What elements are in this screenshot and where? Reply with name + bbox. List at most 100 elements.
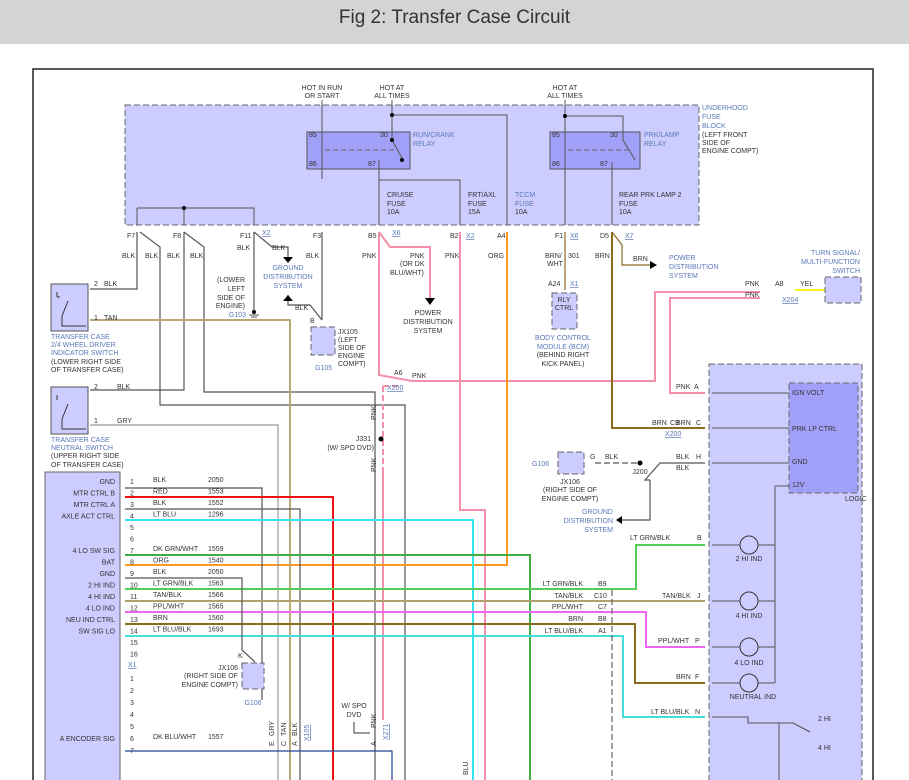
svg-text:A: A	[694, 384, 699, 391]
svg-text:SWITCH: SWITCH	[832, 268, 860, 275]
svg-text:1: 1	[94, 418, 98, 425]
wire-color: DK BLU/WHT	[153, 734, 197, 741]
module-pin-row-2: 2	[130, 688, 134, 695]
svg-text:H: H	[696, 454, 701, 461]
svg-text:SIDE OF: SIDE OF	[217, 295, 245, 302]
j331-note: (W/ SPO DVD)	[327, 445, 374, 452]
pin-number: 4	[130, 514, 134, 521]
module-pin-row-2: 3	[130, 700, 134, 707]
wire-color: BLK	[153, 500, 167, 507]
circuit-number: 1560	[208, 615, 224, 622]
arrow-up-icon	[283, 295, 293, 301]
led-4hi: 4 HI IND	[736, 591, 762, 620]
svg-text:BLK: BLK	[145, 253, 159, 260]
svg-text:DISTRIBUTION: DISTRIBUTION	[263, 274, 312, 281]
pin-number: 11	[130, 594, 137, 601]
svg-text:85: 85	[309, 132, 317, 139]
svg-text:PNK: PNK	[745, 281, 760, 288]
wire-color: LT GRN/BLK	[153, 581, 194, 588]
svg-text:FUSE: FUSE	[702, 114, 721, 121]
svg-text:COMPT): COMPT)	[338, 361, 366, 368]
circuit-number: 1566	[208, 592, 224, 599]
svg-text:MULTI-FUNCTION: MULTI-FUNCTION	[801, 259, 860, 266]
pin-number: 7	[130, 748, 134, 755]
led-4lo: 4 LO IND	[734, 637, 764, 667]
svg-text:ENGINE: ENGINE	[338, 353, 365, 360]
svg-text:POWER: POWER	[669, 255, 695, 262]
svg-text:HOT IN RUN: HOT IN RUN	[302, 85, 343, 92]
pin-function: SW SIG LO	[78, 629, 115, 636]
arrow-right-icon	[650, 261, 657, 269]
svg-text:ORG: ORG	[488, 253, 504, 260]
svg-text:30: 30	[610, 132, 618, 139]
svg-text:TAN/BLK: TAN/BLK	[662, 593, 691, 600]
arrow-down-icon	[283, 257, 293, 263]
svg-text:B2: B2	[450, 233, 459, 240]
svg-text:IGN VOLT: IGN VOLT	[792, 390, 825, 397]
svg-text:4 HI: 4 HI	[818, 745, 831, 752]
svg-text:86: 86	[552, 161, 560, 168]
pin-function: BAT	[102, 560, 116, 567]
svg-text:LT GRN/BLK: LT GRN/BLK	[630, 535, 671, 542]
pin-number: 15	[130, 640, 138, 647]
pin-function: A ENCODER SIG	[60, 736, 115, 743]
svg-text:G106: G106	[532, 461, 549, 468]
svg-text:A: A	[292, 741, 299, 746]
wire-color: BLK	[153, 477, 167, 484]
svg-text:301: 301	[568, 253, 580, 260]
svg-text:X6: X6	[392, 230, 401, 237]
power-distribution-1: POWER DISTRIBUTION SYSTEM	[403, 298, 453, 335]
wires	[90, 231, 825, 780]
arrow-left-icon	[616, 516, 622, 524]
pin-number: 16	[130, 652, 138, 659]
module-pin-row-2: 1	[130, 676, 134, 683]
svg-text:12V: 12V	[792, 482, 805, 489]
svg-text:RLY: RLY	[557, 297, 570, 304]
svg-text:G: G	[590, 454, 595, 461]
svg-text:BLK: BLK	[117, 384, 131, 391]
svg-text:PRK LP CTRL: PRK LP CTRL	[792, 426, 837, 433]
svg-text:B5: B5	[368, 233, 377, 240]
svg-text:87: 87	[600, 161, 608, 168]
svg-text:OF TRANSFER CASE): OF TRANSFER CASE)	[51, 462, 124, 469]
indicator-leds: 2 HI IND 4 HI IND 4 LO IND NEUTRAL IND L…	[630, 535, 831, 780]
svg-text:A8: A8	[775, 281, 784, 288]
svg-text:15A: 15A	[468, 209, 481, 216]
svg-text:X105: X105	[304, 725, 311, 741]
svg-text:PPL/WHT: PPL/WHT	[658, 638, 690, 645]
svg-text:SIDE OF: SIDE OF	[702, 140, 730, 147]
svg-text:PPL/WHT: PPL/WHT	[552, 604, 584, 611]
transfer-case-2-4wd-switch: 2 1 TRANSFER CASE 2/4 WHEEL DRIVER INDIC…	[50, 281, 124, 374]
svg-text:REAR PRK LAMP 2: REAR PRK LAMP 2	[619, 192, 682, 199]
pin-number: 13	[130, 617, 138, 624]
module-pin-row-2: 5	[130, 724, 134, 731]
svg-text:OF TRANSFER CASE): OF TRANSFER CASE)	[51, 367, 124, 374]
pin-number: 2	[130, 688, 134, 695]
svg-text:PNK: PNK	[745, 292, 760, 299]
svg-text:JX105: JX105	[338, 329, 358, 336]
svg-text:ALL TIMES: ALL TIMES	[374, 93, 410, 100]
svg-text:LT BLU/BLK: LT BLU/BLK	[545, 628, 584, 635]
svg-text:F3: F3	[313, 233, 321, 240]
svg-text:BLK: BLK	[104, 281, 118, 288]
g103-ground: (LOWER LEFT SIDE OF ENGINE) G103	[216, 277, 259, 319]
svg-text:ENGINE COMPT): ENGINE COMPT)	[542, 496, 598, 503]
svg-text:BLK: BLK	[676, 465, 690, 472]
svg-text:BRN: BRN	[568, 616, 583, 623]
svg-text:SYSTEM: SYSTEM	[669, 273, 698, 280]
run-crank-relay: 85 30 86 87 RUN/CRANK RELAY	[306, 100, 508, 225]
svg-text:A4: A4	[497, 233, 506, 240]
ground-distribution-2: GROUND DISTRIBUTION SYSTEM	[564, 509, 622, 534]
svg-text:1: 1	[94, 315, 98, 322]
svg-text:BLK: BLK	[306, 253, 320, 260]
jx106-splice-lower: K JX106 (RIGHT SIDE OF ENGINE COMPT) G10…	[182, 653, 265, 707]
svg-text:BRN/: BRN/	[545, 253, 562, 260]
fuse-block: UNDERHOOD FUSE BLOCK (LEFT FRONT SIDE OF…	[124, 85, 758, 240]
